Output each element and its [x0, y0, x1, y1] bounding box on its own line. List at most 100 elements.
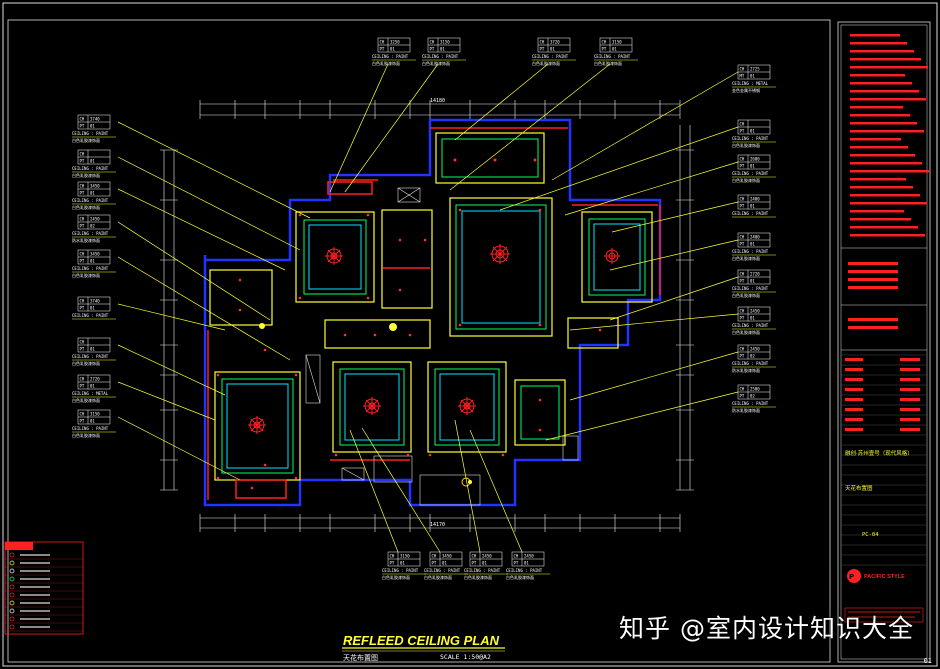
tag-ch-value: 2400: [750, 197, 760, 202]
ceiling-trim: [520, 385, 560, 440]
tag-pt-value: 01: [90, 259, 95, 264]
tag-ceiling-material: CEILING : PAINT: [732, 323, 769, 328]
dimension-lines: [163, 103, 691, 529]
tag-ch-label: CH: [740, 235, 745, 240]
tag-ch-value: 2600: [750, 157, 760, 162]
tag-code-label: PT: [80, 224, 85, 229]
tag-ceiling-material: CEILING : PAINT: [732, 401, 769, 406]
tag-code-label: PT: [390, 561, 395, 566]
tag-code-label: PT: [80, 259, 85, 264]
drawing-name: 天花布置图: [845, 484, 873, 492]
ceiling-trim: [434, 368, 500, 446]
tag-finish-note: 防水乳胶漆饰面: [732, 367, 760, 373]
ceiling-trim: [588, 218, 646, 296]
tag-pt-value: 01: [90, 384, 95, 389]
leader-line: [117, 121, 311, 219]
room-top-kitchen: [435, 132, 545, 184]
tag-ceiling-material: CEILING : PAINT: [732, 171, 769, 176]
sheet-number: PC-04: [862, 532, 879, 538]
tag-ch-label: CH: [430, 40, 435, 45]
tag-pt-value: 01: [482, 561, 487, 566]
tag-ch-value: 3720: [550, 40, 560, 45]
tag-code-label: PT: [472, 561, 477, 566]
room-corridor: [324, 319, 431, 349]
tag-code-label: PT: [602, 47, 607, 52]
leader-line: [545, 391, 739, 441]
tag-pt-value: 02: [750, 354, 755, 359]
tag-ch-value: 3150: [400, 554, 410, 559]
tag-ch-value: 2450: [90, 217, 100, 222]
tag-ch-label: CH: [80, 184, 85, 189]
leader-line: [361, 427, 441, 553]
tag-finish-note: 白色乳胶漆饰面: [72, 137, 100, 143]
ceiling-trim: [303, 219, 367, 295]
tag-ceiling-material: CEILING : PAINT: [382, 568, 419, 573]
leader-line: [449, 63, 611, 191]
tag-code-label: PT: [80, 347, 85, 352]
tag-finish-note: 白色乳胶漆饰面: [594, 60, 622, 66]
tag-pt-value: 01: [90, 419, 95, 424]
room-center-a: [332, 361, 412, 453]
tag-finish-note: 防水乳胶漆饰面: [732, 407, 760, 413]
tag-ch-label: CH: [740, 387, 745, 392]
leader-lines: [117, 63, 739, 553]
tag-pt-value: 01: [90, 191, 95, 196]
tag-code-label: PT: [740, 164, 745, 169]
ceiling-trim: [226, 383, 289, 469]
tag-ceiling-material: CEILING : PAINT: [72, 426, 109, 431]
ceiling-trim: [308, 224, 362, 290]
tag-ch-value: 2500: [750, 387, 760, 392]
tag-ch-label: CH: [432, 554, 437, 559]
tag-finish-note: 防水乳胶漆饰面: [72, 237, 100, 243]
tag-ceiling-material: CEILING : METAL: [72, 391, 109, 396]
leader-line: [117, 256, 291, 361]
ceiling-trim: [221, 378, 294, 474]
tag-ceiling-material: CEILING : PAINT: [532, 54, 569, 59]
tag-ch-label: CH: [740, 272, 745, 277]
exterior-wall: [203, 118, 662, 507]
tag-ceiling-material: CEILING : PAINT: [72, 231, 109, 236]
tag-ch-label: CH: [380, 40, 385, 45]
tag-ceiling-material: CEILING : PAINT: [72, 166, 109, 171]
tag-ch-value: 3450: [442, 554, 452, 559]
leader-line: [117, 381, 216, 421]
tag-ch-label: CH: [740, 157, 745, 162]
drawing-title-block: REFLEED CEILING PLAN 天花布置图 SCALE 1:50@A2: [342, 633, 505, 662]
tag-pt-value: 01: [90, 306, 95, 311]
company-logo: P PACIFIC STYLE: [847, 569, 905, 583]
leader-line: [551, 71, 739, 181]
leader-line: [564, 161, 739, 216]
tag-ceiling-material: CEILING : PAINT: [72, 266, 109, 271]
company-name: PACIFIC STYLE: [864, 574, 905, 580]
leader-line: [454, 63, 549, 141]
tag-ceiling-material: CEILING : PAINT: [594, 54, 631, 59]
tag-code-label: PT: [740, 242, 745, 247]
tag-pt-value: 01: [90, 124, 95, 129]
drawing-frame: [7, 19, 831, 663]
tag-finish-note: 白色乳胶漆饰面: [732, 329, 760, 335]
tag-ch-value: 2720: [90, 377, 100, 382]
ceiling-trim: [344, 373, 400, 441]
tag-code-label: MT: [740, 74, 745, 79]
tag-ch-value: 2450: [524, 554, 534, 559]
tag-ch-value: 3250: [390, 40, 400, 45]
tag-ch-label: CH: [472, 554, 477, 559]
leader-line: [349, 429, 399, 553]
tag-ch-label: CH: [602, 40, 607, 45]
room-bedroom-right: [581, 211, 653, 303]
tag-finish-note: 白色乳胶漆饰面: [72, 172, 100, 178]
leader-line: [469, 429, 523, 553]
tag-ceiling-material: CEILING : METAL: [732, 81, 769, 86]
tag-ch-value: 2720: [750, 272, 760, 277]
